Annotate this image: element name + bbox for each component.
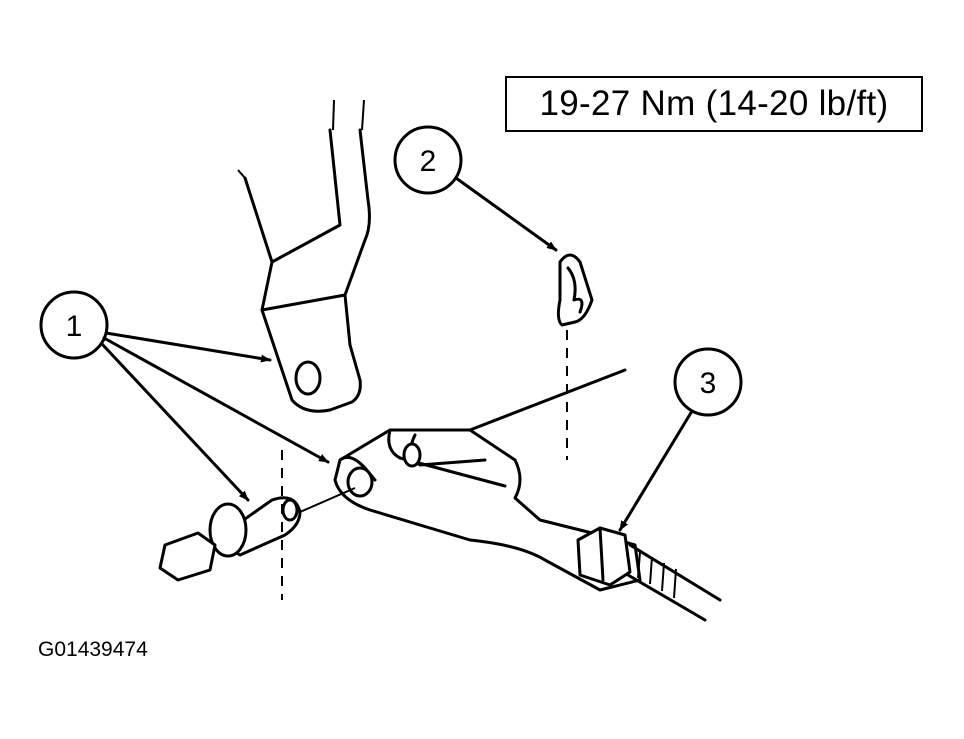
figure-id: G01439474 — [38, 638, 148, 661]
clevis-pin — [158, 450, 356, 600]
callout-3-label: 3 — [700, 367, 717, 400]
callout-2: 2 — [393, 125, 558, 252]
clevis-hole-front — [346, 466, 374, 498]
clevis-pin-cross-hole — [281, 498, 299, 522]
lever-pin-hole — [294, 360, 322, 396]
callout-1: 1 — [39, 290, 330, 502]
clevis-hole-rear — [402, 442, 422, 468]
brake-lever-arm — [237, 99, 371, 413]
callout-2-label: 2 — [420, 145, 437, 178]
brake-cable — [626, 543, 722, 622]
cable-clevis — [333, 368, 642, 592]
torque-specification-text: 19-27 Nm (14-20 lb/ft) — [539, 84, 889, 123]
torque-specification-box: 19-27 Nm (14-20 lb/ft) — [505, 76, 923, 132]
clevis-pin-head — [208, 502, 248, 558]
callout-3: 3 — [618, 347, 743, 532]
adjuster-nut — [576, 526, 632, 587]
retaining-clip — [556, 253, 594, 460]
callout-1-label: 1 — [66, 310, 83, 343]
